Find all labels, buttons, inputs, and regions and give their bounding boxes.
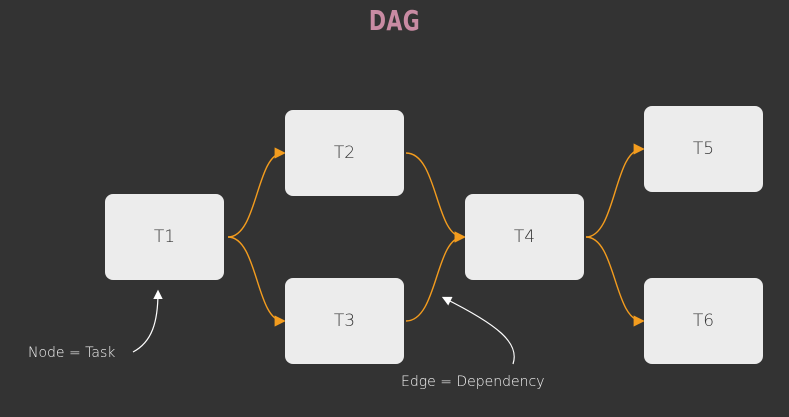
annotation-arrow-node	[132, 289, 163, 353]
node-t5: T5	[644, 106, 763, 192]
edge-t3-t4	[405, 231, 466, 322]
node-t2-label: T2	[333, 143, 356, 163]
edge-t1-t2	[227, 147, 286, 238]
node-t3-label: T3	[333, 311, 356, 331]
annotation-arrow-edge	[441, 296, 515, 365]
edge-annotation: Edge = Dependency	[401, 374, 545, 390]
node-t1-label: T1	[153, 227, 176, 247]
node-annotation: Node = Task	[28, 345, 116, 361]
edge-t4-t6	[585, 236, 645, 327]
edge-t1-t3	[227, 236, 286, 327]
node-t1: T1	[105, 194, 224, 280]
node-t2: T2	[285, 110, 404, 196]
node-t3: T3	[285, 278, 404, 364]
node-t4: T4	[465, 194, 584, 280]
node-t6-label: T6	[692, 311, 715, 331]
diagram-title: DAG	[368, 4, 421, 37]
node-t4-label: T4	[513, 227, 536, 247]
node-t6: T6	[644, 278, 763, 364]
edge-t4-t5	[585, 143, 645, 238]
edge-t2-t4	[405, 152, 466, 243]
node-t5-label: T5	[692, 139, 715, 159]
